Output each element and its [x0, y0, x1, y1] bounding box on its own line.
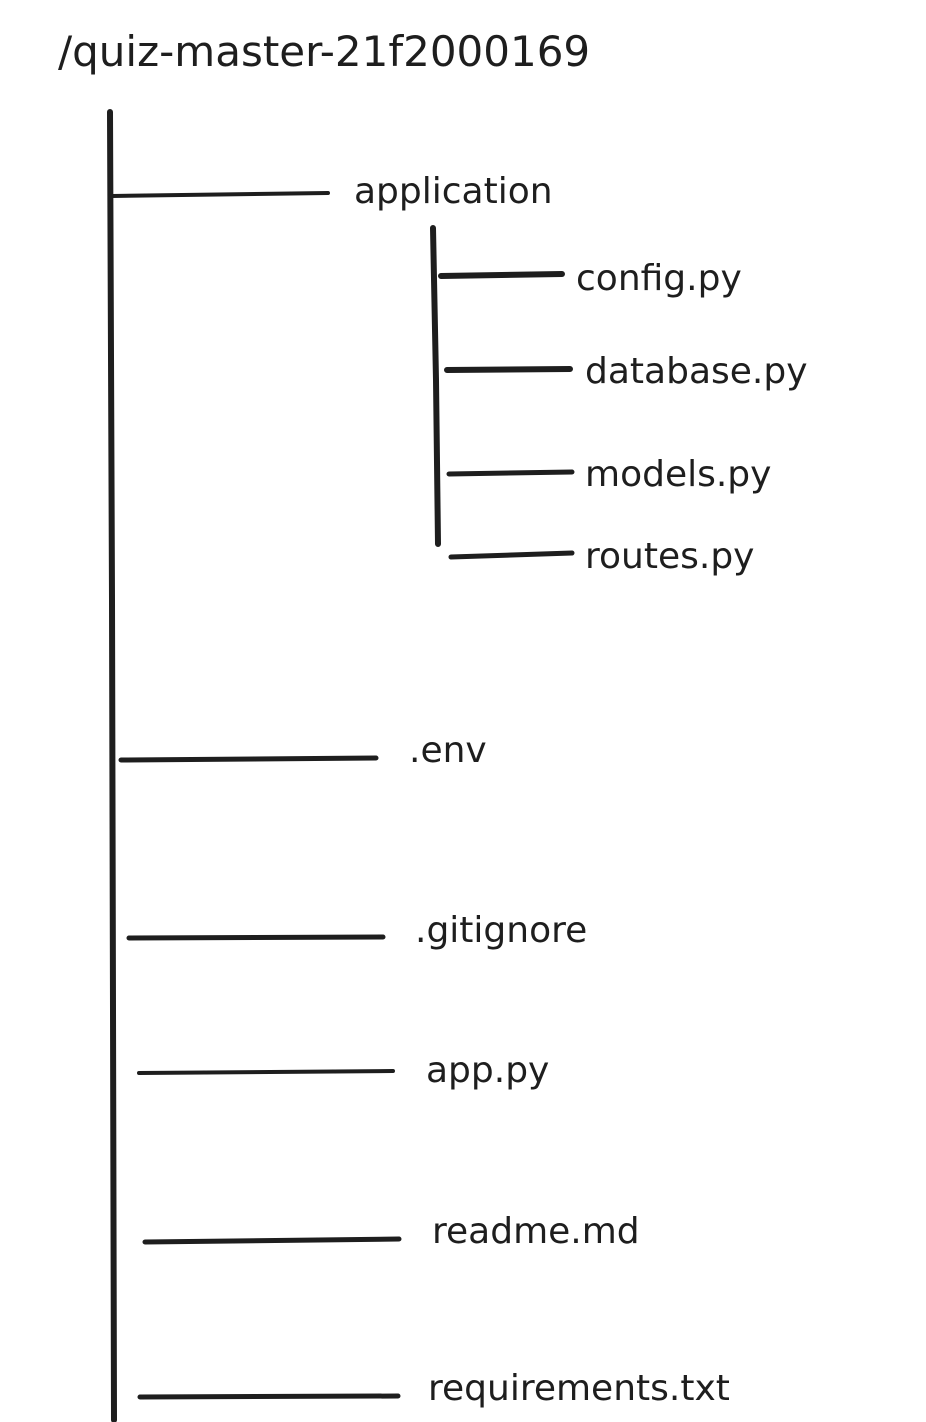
- application-trunk-line: [430, 225, 441, 547]
- root-trunk-line: [107, 109, 117, 1422]
- database-branch-line: [444, 366, 573, 373]
- env-branch-line: [118, 755, 379, 763]
- app-file-label: app.py: [426, 1050, 549, 1091]
- models-branch-line: [446, 469, 575, 477]
- routes-branch-line: [448, 550, 575, 560]
- config-file-label: config.py: [576, 258, 742, 299]
- routes-file-label: routes.py: [585, 536, 754, 577]
- gitignore-branch-line: [126, 934, 386, 941]
- root-folder-label: /quiz-master-21f2000169: [58, 27, 590, 76]
- application-folder-label: application: [354, 171, 553, 212]
- models-file-label: models.py: [585, 454, 771, 495]
- gitignore-file-label: .gitignore: [415, 910, 587, 951]
- database-file-label: database.py: [585, 351, 808, 392]
- env-file-label: .env: [409, 730, 487, 771]
- requirements-file-label: requirements.txt: [428, 1368, 730, 1409]
- readme-file-label: readme.md: [432, 1211, 640, 1252]
- config-branch-line: [438, 271, 565, 279]
- app-branch-line: [137, 1069, 395, 1075]
- application-branch-line: [110, 191, 330, 198]
- readme-branch-line: [142, 1236, 402, 1245]
- requirements-branch-line: [137, 1393, 401, 1400]
